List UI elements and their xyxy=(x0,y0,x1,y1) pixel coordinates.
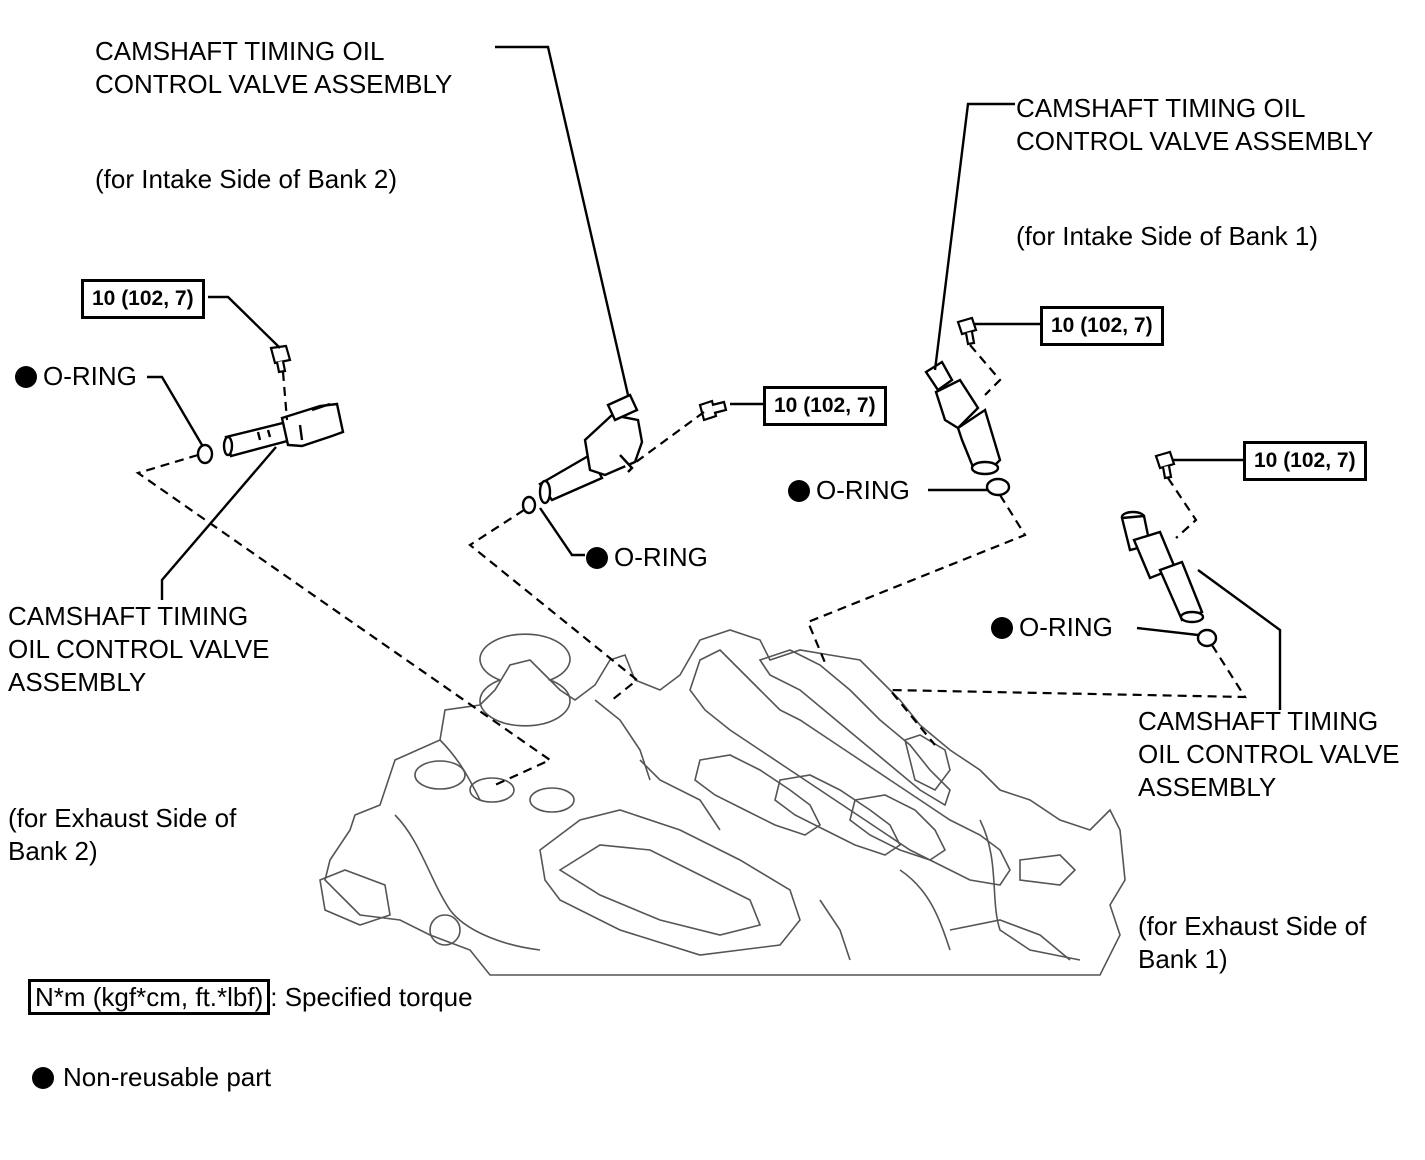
label-line: OIL CONTROL VALVE xyxy=(1138,739,1400,769)
oring-exhaust-bank2 xyxy=(196,443,214,465)
torque-box-exhaust-bank2: 10 (102, 7) xyxy=(81,279,205,319)
label-line: CAMSHAFT TIMING xyxy=(8,601,249,631)
torque-box-intake-bank2: 10 (102, 7) xyxy=(763,386,887,426)
bolt-exhaust-bank2 xyxy=(269,344,292,374)
label-valve-intake-bank2: CAMSHAFT TIMING OIL CONTROL VALVE ASSEMB… xyxy=(95,35,452,101)
label-line: OIL CONTROL VALVE xyxy=(8,634,270,664)
legend-torque-box: N*m (kgf*cm, ft.*lbf) xyxy=(28,979,271,1015)
bolt-intake-bank2 xyxy=(698,399,728,422)
valve-intake-bank2 xyxy=(538,393,644,505)
label-line: CAMSHAFT TIMING xyxy=(1138,706,1379,736)
legend-nonreusable-dot xyxy=(32,1067,54,1089)
oring-text: O-RING xyxy=(43,361,137,391)
oring-intake-bank1 xyxy=(985,477,1011,497)
nonreusable-dot-icon xyxy=(586,547,608,569)
label-line: CAMSHAFT TIMING OIL xyxy=(95,36,385,66)
oring-label-exhaust-bank2: O-RING xyxy=(15,360,137,393)
note-exhaust-bank1: (for Exhaust Side of Bank 1) xyxy=(1138,910,1366,976)
oring-label-intake-bank1: O-RING xyxy=(788,474,910,507)
legend-nonreusable: Non-reusable part xyxy=(63,1062,272,1092)
nonreusable-dot-icon xyxy=(991,617,1013,639)
oring-label-exhaust-bank1: O-RING xyxy=(991,611,1113,644)
bolt-exhaust-bank1 xyxy=(1154,450,1176,480)
torque-box-intake-bank1: 10 (102, 7) xyxy=(1040,306,1164,346)
label-line: Bank 1) xyxy=(1138,944,1228,974)
leader-lines xyxy=(147,45,1282,710)
engine-outline xyxy=(319,629,1126,976)
oring-text: O-RING xyxy=(614,542,708,572)
label-line: CONTROL VALVE ASSEMBLY xyxy=(1016,126,1374,156)
label-valve-exhaust-bank2: CAMSHAFT TIMING OIL CONTROL VALVE ASSEMB… xyxy=(8,600,270,699)
label-valve-intake-bank1: CAMSHAFT TIMING OIL CONTROL VALVE ASSEMB… xyxy=(1016,92,1373,158)
note-intake-bank1: (for Intake Side of Bank 1) xyxy=(1016,221,1319,251)
oring-exhaust-bank1 xyxy=(1196,628,1218,648)
nonreusable-dot-icon xyxy=(788,480,810,502)
nonreusable-dot-icon xyxy=(15,366,37,388)
oring-intake-bank2 xyxy=(521,495,537,515)
bolt-intake-bank1 xyxy=(956,316,978,346)
oring-text: O-RING xyxy=(1019,612,1113,642)
valve-exhaust-bank1 xyxy=(1120,510,1205,624)
label-line: (for Exhaust Side of xyxy=(8,803,237,833)
label-line: ASSEMBLY xyxy=(1138,772,1277,802)
label-line: (for Exhaust Side of xyxy=(1138,911,1367,941)
legend-torque: N*m (kgf*cm, ft.*lbf): Specified torque xyxy=(28,979,473,1015)
valve-intake-bank1 xyxy=(924,360,1002,476)
label-line: Bank 2) xyxy=(8,836,98,866)
oring-label-intake-bank2: O-RING xyxy=(586,541,708,574)
torque-box-exhaust-bank1: 10 (102, 7) xyxy=(1243,441,1367,481)
assembly-dashes xyxy=(135,344,1248,787)
label-line: ASSEMBLY xyxy=(8,667,147,697)
oring-text: O-RING xyxy=(816,475,910,505)
label-valve-exhaust-bank1: CAMSHAFT TIMING OIL CONTROL VALVE ASSEMB… xyxy=(1138,705,1400,804)
note-intake-bank2: (for Intake Side of Bank 2) xyxy=(95,164,398,194)
legend-torque-desc: : Specified torque xyxy=(270,982,473,1012)
note-exhaust-bank2: (for Exhaust Side of Bank 2) xyxy=(8,802,236,868)
valve-exhaust-bank2 xyxy=(222,402,345,458)
label-line: CONTROL VALVE ASSEMBLY xyxy=(95,69,453,99)
label-line: CAMSHAFT TIMING OIL xyxy=(1016,93,1306,123)
